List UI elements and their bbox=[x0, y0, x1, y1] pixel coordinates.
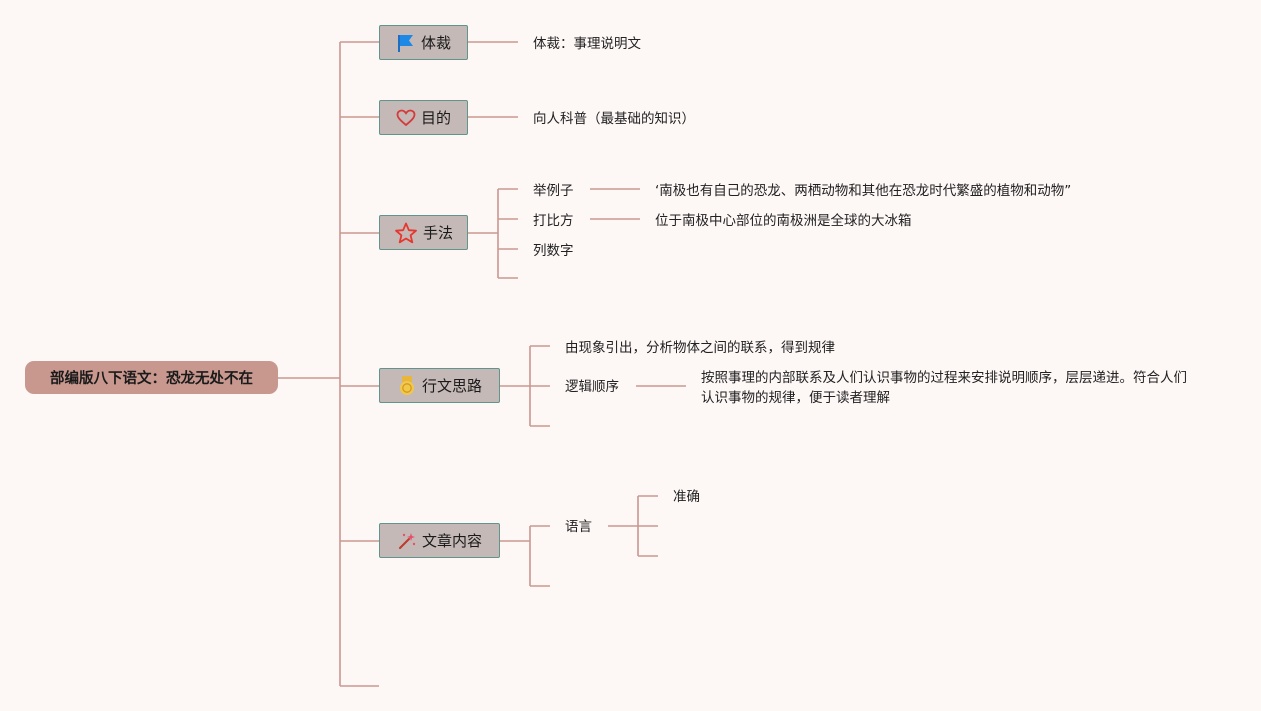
flag-icon bbox=[397, 34, 413, 52]
branch-technique[interactable]: 手法 bbox=[379, 215, 468, 250]
medal-icon bbox=[399, 375, 414, 395]
technique-item-metaphor[interactable]: 打比方 bbox=[533, 213, 574, 229]
branch-content-label: 文章内容 bbox=[421, 532, 482, 550]
branch-purpose-label: 目的 bbox=[420, 109, 451, 127]
branch-genre[interactable]: 体裁 bbox=[379, 25, 468, 60]
sparkle-icon bbox=[398, 532, 416, 549]
structure-item-phenomenon[interactable]: 由现象引出，分析物体之间的联系，得到规律 bbox=[565, 340, 835, 356]
genre-detail[interactable]: 体裁：事理说明文 bbox=[533, 36, 641, 52]
branch-genre-label: 体裁 bbox=[420, 34, 451, 52]
structure-item-logic-order[interactable]: 逻辑顺序 bbox=[565, 379, 619, 395]
branch-content[interactable]: 文章内容 bbox=[379, 523, 500, 558]
star-icon bbox=[395, 222, 417, 243]
purpose-detail[interactable]: 向人科普（最基础的知识） bbox=[533, 111, 695, 127]
content-item-language[interactable]: 语言 bbox=[565, 519, 592, 535]
heart-icon bbox=[396, 109, 416, 126]
technique-example-detail[interactable]: ‘南极也有自己的恐龙、两栖动物和其他在恐龙时代繁盛的植物和动物” bbox=[655, 183, 1072, 199]
technique-item-example[interactable]: 举例子 bbox=[533, 183, 574, 199]
root-topic[interactable]: 部编版八下语文：恐龙无处不在 bbox=[25, 361, 278, 394]
branch-structure[interactable]: 行文思路 bbox=[379, 368, 500, 403]
branch-structure-label: 行文思路 bbox=[421, 377, 482, 395]
language-sub-accurate[interactable]: 准确 bbox=[673, 489, 700, 505]
branch-technique-label: 手法 bbox=[422, 224, 453, 242]
structure-logic-order-detail[interactable]: 按照事理的内部联系及人们认识事物的过程来安排说明顺序，层层递进。符合人们认识事物… bbox=[701, 370, 1187, 406]
branch-purpose[interactable]: 目的 bbox=[379, 100, 468, 135]
technique-item-numbers[interactable]: 列数字 bbox=[533, 243, 574, 259]
technique-metaphor-detail[interactable]: 位于南极中心部位的南极洲是全球的大冰箱 bbox=[655, 213, 912, 229]
